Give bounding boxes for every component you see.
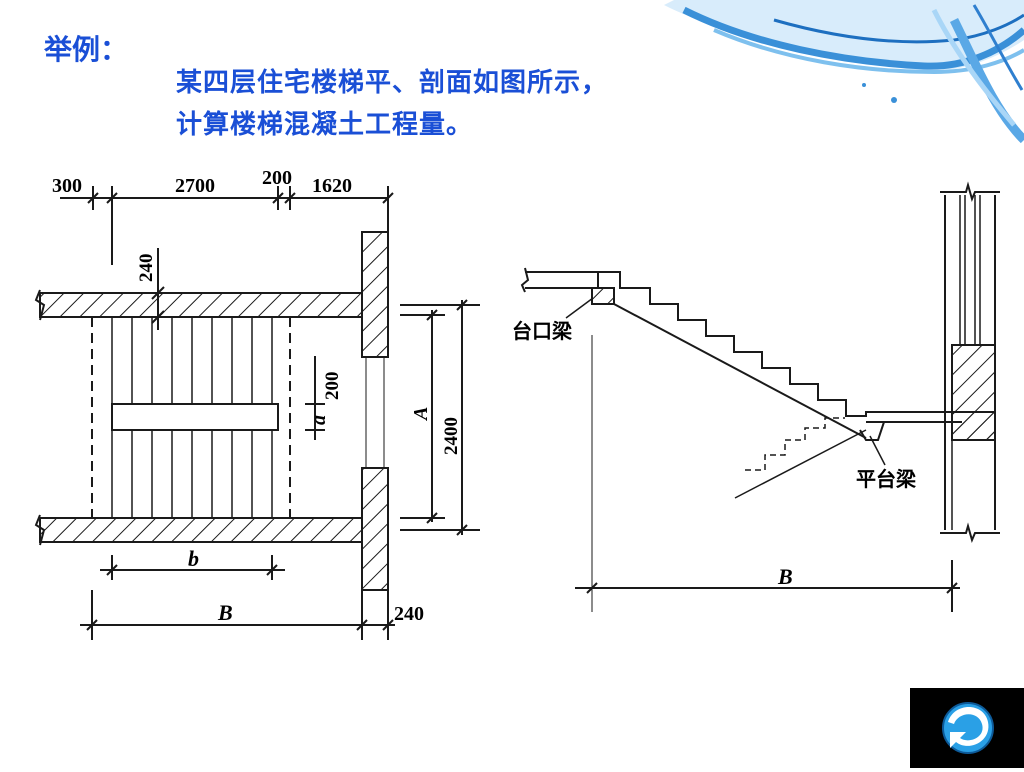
dim-240-bottom: 240	[394, 603, 424, 625]
label-A: A	[410, 407, 432, 422]
dim-2400: 2400	[441, 417, 462, 455]
back-button[interactable]	[910, 688, 1024, 768]
label-a: a	[308, 415, 330, 425]
description-line-1: 某四层住宅楼梯平、剖面如图所示，	[176, 68, 609, 98]
dim-300: 300	[52, 175, 82, 197]
label-taikouliang: 台口梁	[512, 319, 573, 343]
label-B-plan: B	[217, 600, 233, 625]
dim-1620: 1620	[312, 175, 352, 197]
label-b: b	[188, 546, 199, 571]
description-line-2: 计算楼梯混凝土工程量。	[176, 110, 474, 140]
section-view	[520, 181, 1000, 612]
label-B-section: B	[777, 564, 793, 589]
plan-view	[34, 186, 480, 640]
dim-200-gap: 200	[322, 372, 343, 401]
slide-title: 举例：	[44, 33, 129, 66]
label-pingtailiang: 平台梁	[856, 467, 917, 491]
dim-240-wall: 240	[136, 254, 157, 283]
dim-2700: 2700	[175, 175, 215, 197]
dim-200-top: 200	[262, 167, 292, 189]
water-splash-decoration	[664, 0, 1024, 144]
back-arrow-icon	[942, 702, 994, 754]
